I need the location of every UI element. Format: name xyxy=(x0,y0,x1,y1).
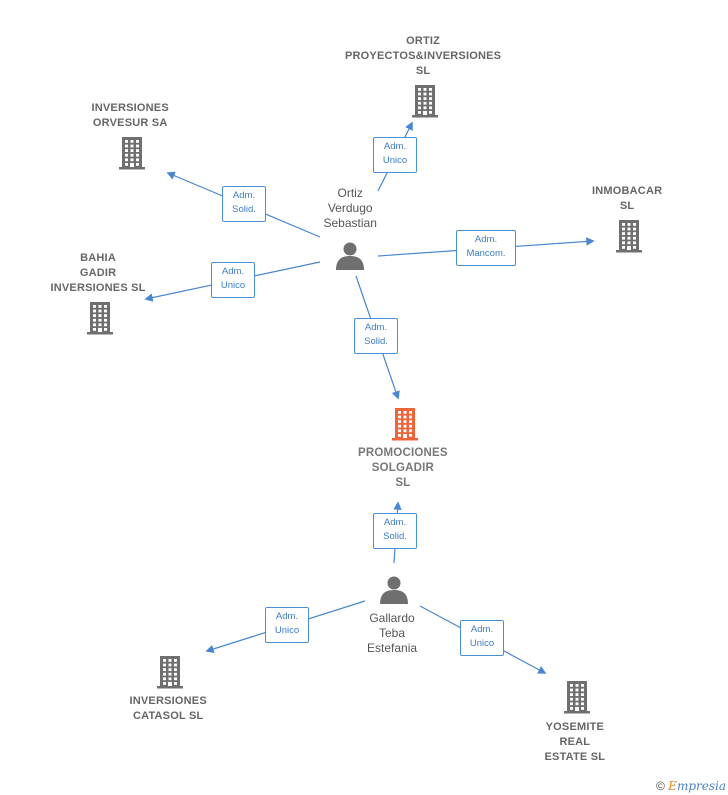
company-name-inmobacar-line: INMOBACAR xyxy=(592,185,663,197)
role-label-line: Mancom. xyxy=(466,248,506,259)
role-label-line: Adm. xyxy=(221,266,245,277)
role-label-line: Solid. xyxy=(383,531,407,542)
person-name-gallardo-line: Gallardo xyxy=(369,611,415,625)
role-label-line: Unico xyxy=(220,280,246,291)
person-name-ortiz-line: Ortiz xyxy=(337,186,363,200)
role-label-ortiz-promociones[interactable]: Adm. Solid. xyxy=(354,318,398,354)
role-label-line: Solid. xyxy=(364,336,388,347)
company-name-catasol-line: CATASOL SL xyxy=(132,710,204,722)
company-name-yosemite-line: ESTATE SL xyxy=(544,751,606,763)
company-name-orvesur-line: ORVESUR SA xyxy=(92,117,168,129)
company-name-yosemite-line: REAL xyxy=(559,736,591,748)
role-label-ortiz-orvesur[interactable]: Adm. Solid. xyxy=(222,186,266,222)
company-name-catasol-line: INVERSIONES xyxy=(129,695,207,707)
role-label-line: Adm. xyxy=(364,322,388,333)
person-icon[interactable] xyxy=(380,576,408,605)
company-name-bahia-line: BAHIA xyxy=(80,252,116,264)
footer-credit: © Empresia xyxy=(656,779,726,793)
company-name-orvesur-line: INVERSIONES xyxy=(91,102,169,114)
company-name-catasol: INVERSIONES CATASOL SL xyxy=(130,694,207,724)
company-building-icon[interactable] xyxy=(616,220,642,253)
role-label-line: Adm. xyxy=(383,141,407,152)
role-label-line: Solid. xyxy=(232,204,256,215)
role-label-line: Adm. xyxy=(383,517,407,528)
role-label-line: Adm. xyxy=(470,624,494,635)
company-building-icon[interactable] xyxy=(564,681,590,714)
company-name-inmobacar: INMOBACAR SL xyxy=(592,184,662,214)
company-building-icon[interactable] xyxy=(119,137,145,170)
company-name-yosemite: YOSEMITE REAL ESTATE SL xyxy=(545,720,606,765)
company-name-promociones: PROMOCIONES SOLGADIR SL xyxy=(358,446,448,491)
brand-logo-rest: mpresia xyxy=(676,779,726,793)
company-name-inmobacar-line: SL xyxy=(619,200,635,212)
person-name-ortiz-line: Verdugo xyxy=(327,201,373,215)
role-label-gallardo-promociones[interactable]: Adm. Solid. xyxy=(373,513,417,549)
company-building-icon[interactable] xyxy=(412,85,438,118)
copyright-symbol: © xyxy=(655,779,665,793)
company-name-ortiz_proy: ORTIZ PROYECTOS&INVERSIONES SL xyxy=(345,34,501,79)
company-name-ortiz_proy-line: SL xyxy=(415,65,431,77)
company-building-icon[interactable] xyxy=(392,408,418,441)
company-name-promociones-line: SOLGADIR xyxy=(371,462,435,474)
role-label-line: Adm. xyxy=(232,190,256,201)
role-label-ortiz-ortiz_proy[interactable]: Adm. Unico xyxy=(373,137,417,173)
company-name-bahia-line: GADIR xyxy=(79,267,117,279)
role-label-ortiz-bahia[interactable]: Adm. Unico xyxy=(211,262,255,298)
role-label-ortiz-inmobacar[interactable]: Adm. Mancom. xyxy=(456,230,516,266)
company-name-yosemite-line: YOSEMITE xyxy=(545,721,605,733)
role-label-gallardo-catasol[interactable]: Adm. Unico xyxy=(265,607,309,643)
company-name-orvesur: INVERSIONES ORVESUR SA xyxy=(92,101,169,131)
brand-logo-initial: E xyxy=(668,779,677,793)
role-label-line: Adm. xyxy=(275,611,299,622)
person-name-ortiz-line: Sebastian xyxy=(323,216,377,230)
person-name-gallardo-line: Estefania xyxy=(367,641,418,655)
company-name-promociones-line: SL xyxy=(395,477,411,489)
company-name-ortiz_proy-line: ORTIZ xyxy=(406,35,441,47)
person-name-gallardo-line: Teba xyxy=(379,626,406,640)
company-name-ortiz_proy-line: PROYECTOS&INVERSIONES xyxy=(345,50,502,62)
role-label-line: Unico xyxy=(469,638,495,649)
company-building-icon[interactable] xyxy=(87,302,113,335)
company-name-bahia-line: INVERSIONES SL xyxy=(50,282,146,294)
role-label-line: Unico xyxy=(382,155,408,166)
role-label-line: Adm. xyxy=(474,234,498,245)
company-building-icon[interactable] xyxy=(157,656,183,689)
person-icon[interactable] xyxy=(336,242,364,271)
company-name-bahia: BAHIA GADIR INVERSIONES SL xyxy=(51,251,146,296)
role-label-gallardo-yosemite[interactable]: Adm. Unico xyxy=(460,620,504,656)
role-label-line: Unico xyxy=(274,625,300,636)
company-name-promociones-line: PROMOCIONES xyxy=(358,447,448,459)
